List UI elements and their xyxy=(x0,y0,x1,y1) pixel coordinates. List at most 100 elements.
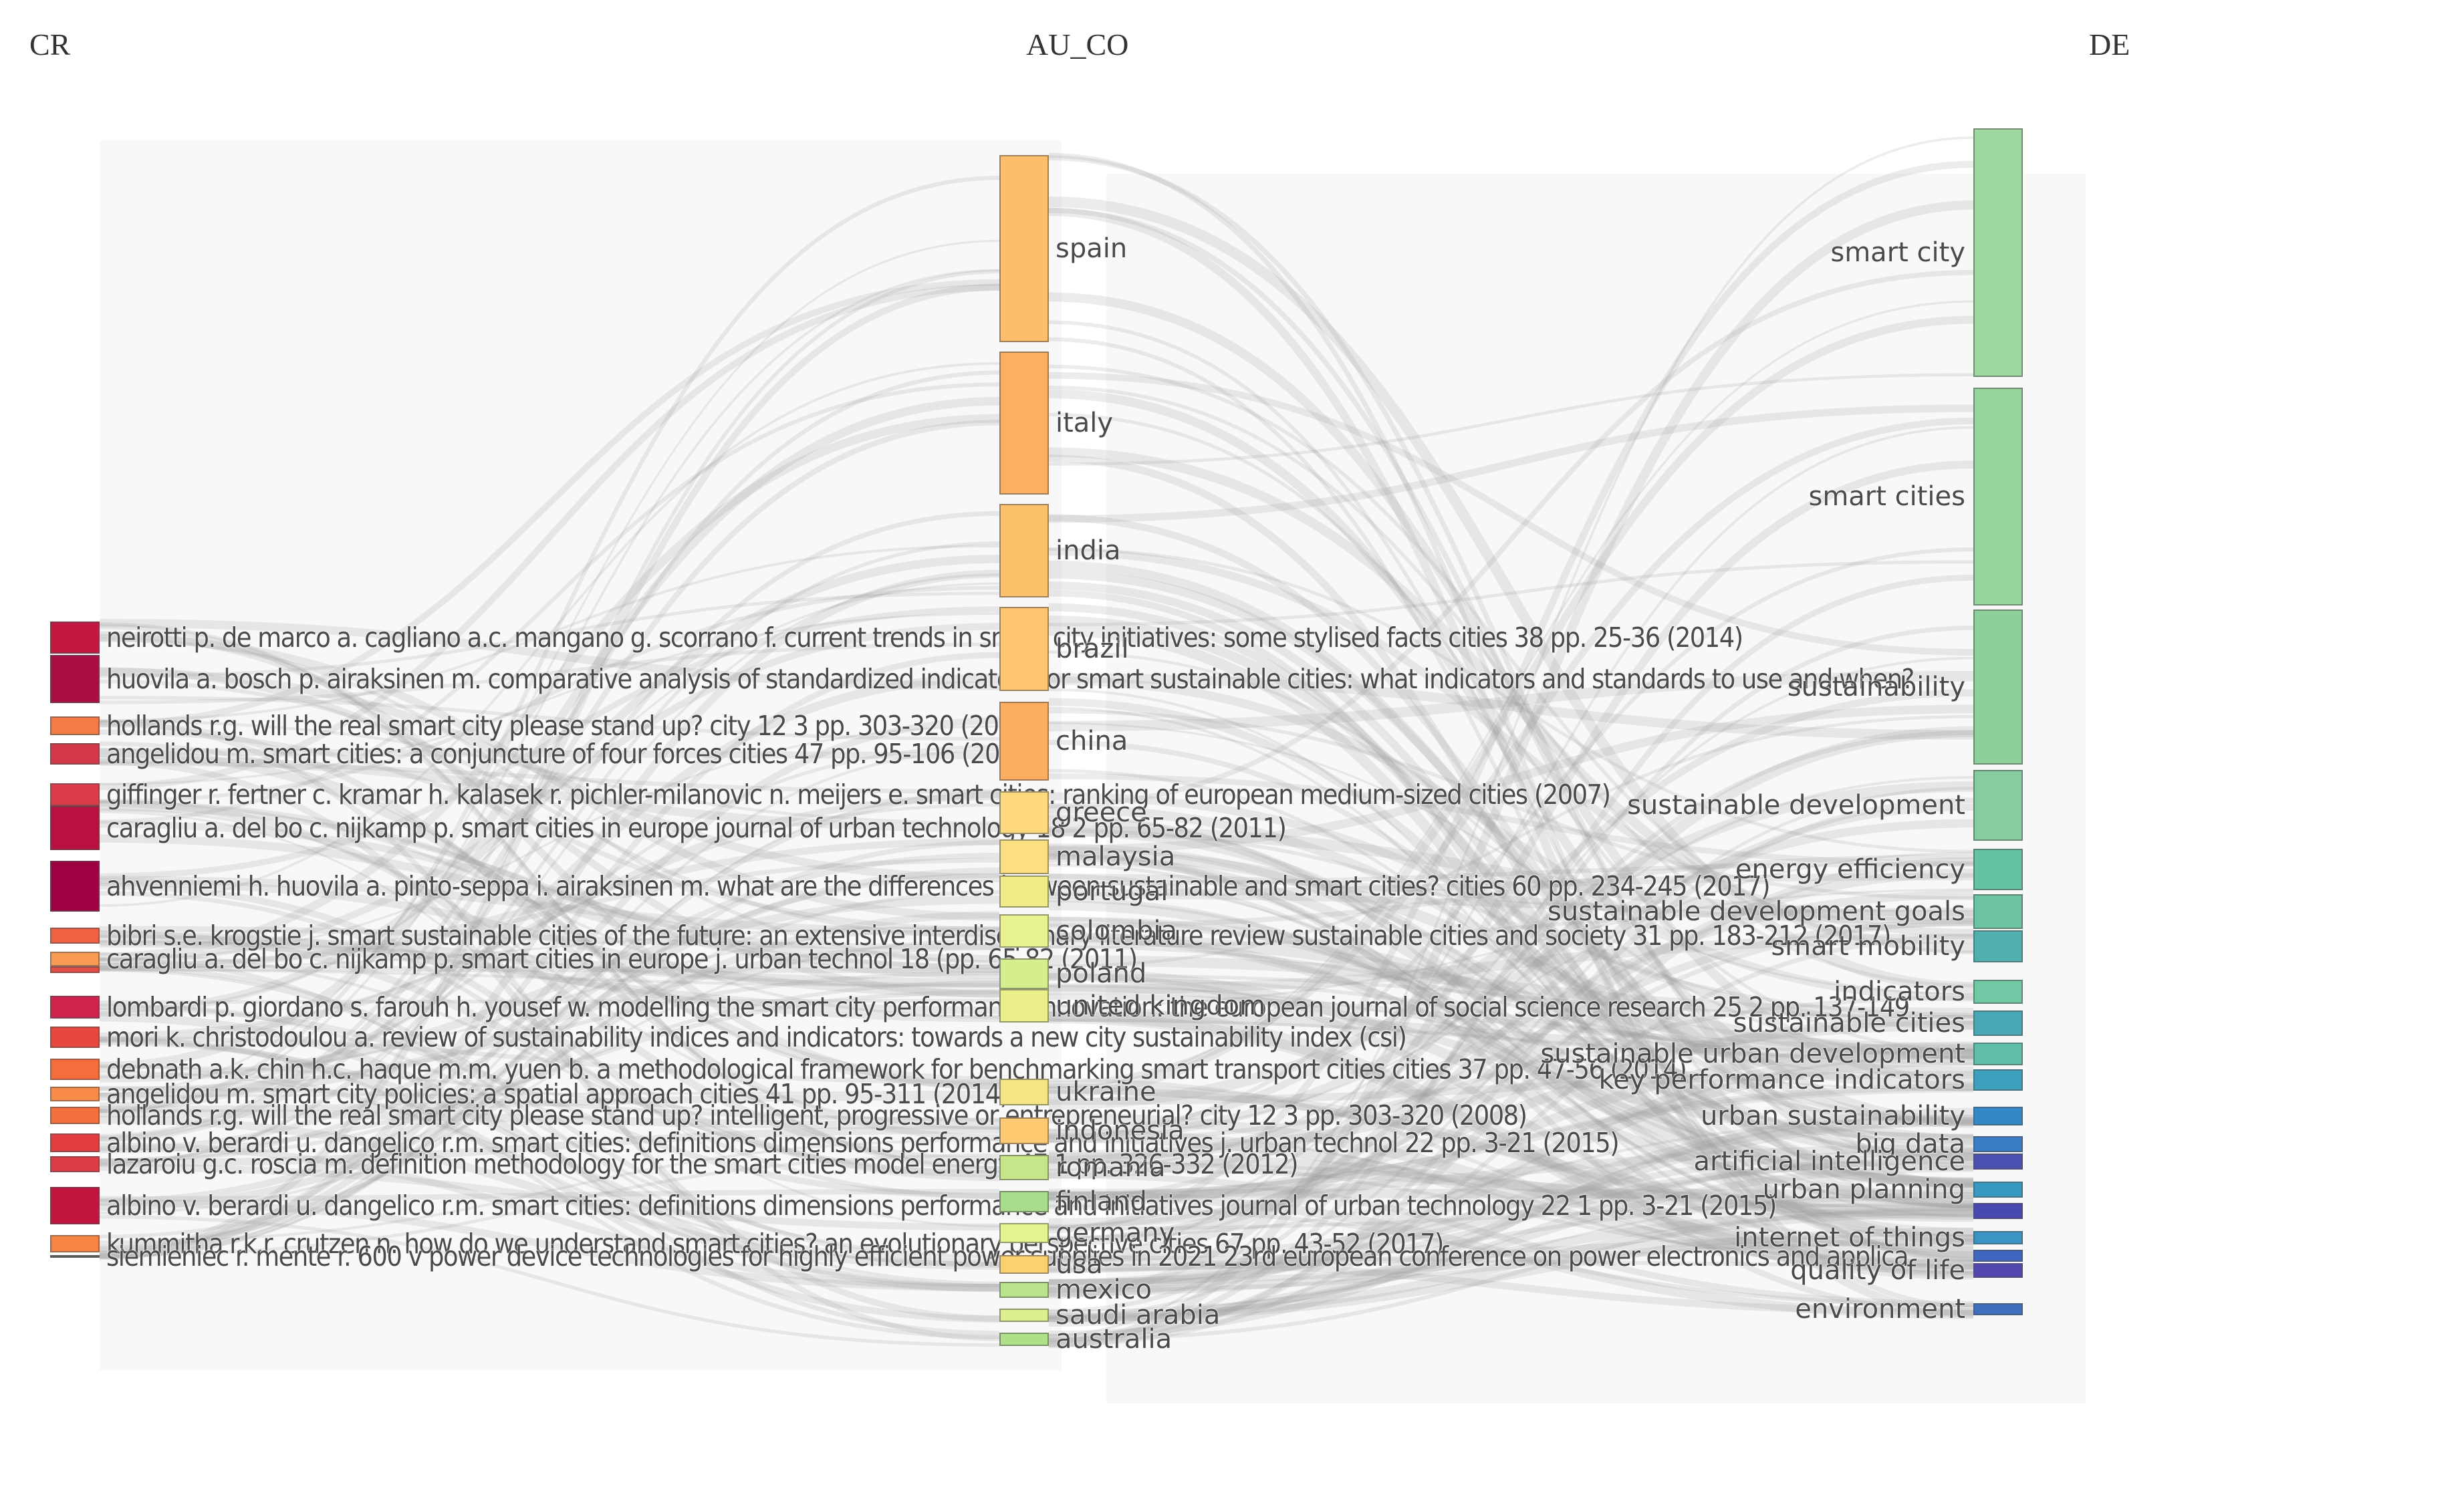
keyword-node[interactable] xyxy=(1973,1010,2023,1036)
cr-node[interactable] xyxy=(50,783,100,806)
cr-node-label: angelidou m. smart city policies: a spat… xyxy=(106,1078,1009,1110)
keyword-node-label: sustainability xyxy=(1787,672,1965,702)
keyword-node[interactable] xyxy=(1973,1107,2023,1125)
keyword-node[interactable] xyxy=(1973,610,2023,765)
country-node[interactable] xyxy=(999,839,1049,874)
cr-node[interactable] xyxy=(50,716,100,735)
cr-node[interactable] xyxy=(50,952,100,966)
country-node[interactable] xyxy=(999,1079,1049,1105)
cr-node[interactable] xyxy=(50,655,100,703)
country-node[interactable] xyxy=(999,702,1049,781)
cr-node-label: albino v. berardi u. dangelico r.m. smar… xyxy=(106,1190,1777,1222)
keyword-node-label: quality of life xyxy=(1790,1255,1965,1286)
cr-node[interactable] xyxy=(50,1133,100,1152)
cr-node-label: caragliu a. del bo c. nijkamp p. smart c… xyxy=(106,812,1287,844)
country-node-label: mexico xyxy=(1056,1274,1152,1305)
keyword-node[interactable] xyxy=(1973,1203,2023,1219)
keyword-node[interactable] xyxy=(1973,128,2023,377)
keyword-node[interactable] xyxy=(1973,1303,2023,1315)
column-title-au-co: AU_CO xyxy=(1026,27,1129,61)
country-node-label: poland xyxy=(1056,958,1147,989)
cr-node-label: lazaroiu g.c. roscia m. definition metho… xyxy=(106,1148,1299,1180)
cr-node[interactable] xyxy=(50,1235,100,1252)
keyword-node-label: sustainable urban development xyxy=(1540,1039,1965,1069)
keyword-node-label: key performance indicators xyxy=(1598,1065,1965,1095)
cr-node-label: bibri s.e. krogstie j. smart sustainable… xyxy=(106,920,1891,952)
cr-node[interactable] xyxy=(50,1107,100,1124)
cr-node[interactable] xyxy=(50,966,100,973)
country-node[interactable] xyxy=(999,1333,1049,1346)
country-node-label: colombia xyxy=(1056,916,1178,946)
keyword-node[interactable] xyxy=(1973,1136,2023,1152)
keyword-node-label: smart cities xyxy=(1808,481,1965,512)
cr-node-label: albino v. berardi u. dangelico r.m. smar… xyxy=(106,1127,1620,1159)
country-node[interactable] xyxy=(999,1117,1049,1144)
country-node[interactable] xyxy=(999,1309,1049,1322)
country-node[interactable] xyxy=(999,791,1049,834)
cr-node[interactable] xyxy=(50,928,100,944)
country-node[interactable] xyxy=(999,1255,1049,1274)
cr-node[interactable] xyxy=(50,1087,100,1101)
country-node[interactable] xyxy=(999,352,1049,495)
country-node[interactable] xyxy=(999,504,1049,597)
cr-node[interactable] xyxy=(50,1156,100,1172)
cr-node-label: kummitha r.k.r. crutzen n. how do we und… xyxy=(106,1228,1444,1260)
cr-node-label: debnath a.k. chin h.c. haque m.m. yuen b… xyxy=(106,1053,1687,1085)
country-node[interactable] xyxy=(999,1282,1049,1298)
country-node-label: germany xyxy=(1056,1218,1175,1248)
country-node-label: portugal xyxy=(1056,876,1168,907)
cr-node[interactable] xyxy=(50,1187,100,1224)
cr-node[interactable] xyxy=(50,1027,100,1048)
country-node[interactable] xyxy=(999,155,1049,342)
cr-node[interactable] xyxy=(50,743,100,765)
cr-node[interactable] xyxy=(50,806,100,850)
keyword-node-label: urban planning xyxy=(1762,1174,1965,1205)
country-node-label: ukraine xyxy=(1056,1077,1156,1107)
keyword-node-label: smart mobility xyxy=(1771,931,1965,962)
cr-node-label: neirotti p. de marco a. cagliano a.c. ma… xyxy=(106,622,1743,654)
keyword-node-label: energy efficiency xyxy=(1735,854,1965,885)
keyword-node-label: internet of things xyxy=(1734,1222,1965,1253)
country-node[interactable] xyxy=(999,958,1049,989)
keyword-node[interactable] xyxy=(1973,1154,2023,1170)
keyword-node[interactable] xyxy=(1973,1182,2023,1198)
keyword-node[interactable] xyxy=(1973,1250,2023,1262)
country-node-label: italy xyxy=(1056,408,1114,438)
keyword-node[interactable] xyxy=(1973,1069,2023,1091)
keyword-node[interactable] xyxy=(1973,1231,2023,1244)
keyword-node[interactable] xyxy=(1973,980,2023,1004)
cr-node[interactable] xyxy=(50,861,100,912)
keyword-node-label: artificial intelligence xyxy=(1693,1146,1965,1177)
country-node-label: malaysia xyxy=(1056,841,1176,872)
cr-node-label: hollands r.g. will the real smart city p… xyxy=(106,1099,1527,1131)
keyword-node-label: big data xyxy=(1855,1129,1965,1160)
cr-node[interactable] xyxy=(50,622,100,654)
country-node-label: usa xyxy=(1056,1249,1103,1280)
keyword-node[interactable] xyxy=(1973,1263,2023,1278)
keyword-node[interactable] xyxy=(1973,388,2023,605)
country-node[interactable] xyxy=(999,607,1049,691)
cr-node-label: caragliu a. del bo c. nijkamp p. smart c… xyxy=(106,943,1138,975)
cr-node[interactable] xyxy=(50,996,100,1019)
cr-node[interactable] xyxy=(50,1059,100,1080)
country-node[interactable] xyxy=(999,914,1049,948)
keyword-node[interactable] xyxy=(1973,930,2023,962)
cr-node[interactable] xyxy=(50,1255,100,1258)
cr-node-label: angelidou m. smart cities: a conjuncture… xyxy=(106,738,1038,770)
country-node-label: greece xyxy=(1056,797,1147,828)
keyword-node-label: sustainable development xyxy=(1627,790,1965,821)
keyword-node[interactable] xyxy=(1973,849,2023,890)
column-title-de: DE xyxy=(2089,27,2130,61)
country-node[interactable] xyxy=(999,1223,1049,1243)
country-node[interactable] xyxy=(999,1155,1049,1180)
country-node[interactable] xyxy=(999,989,1049,1023)
keyword-node[interactable] xyxy=(1973,1043,2023,1065)
country-node-label: australia xyxy=(1056,1324,1173,1355)
keyword-node[interactable] xyxy=(1973,770,2023,841)
country-node[interactable] xyxy=(999,1191,1049,1212)
column-title-cr: CR xyxy=(29,27,71,61)
keyword-node[interactable] xyxy=(1973,894,2023,929)
country-node[interactable] xyxy=(999,875,1049,908)
country-node-label: finland xyxy=(1056,1186,1147,1217)
